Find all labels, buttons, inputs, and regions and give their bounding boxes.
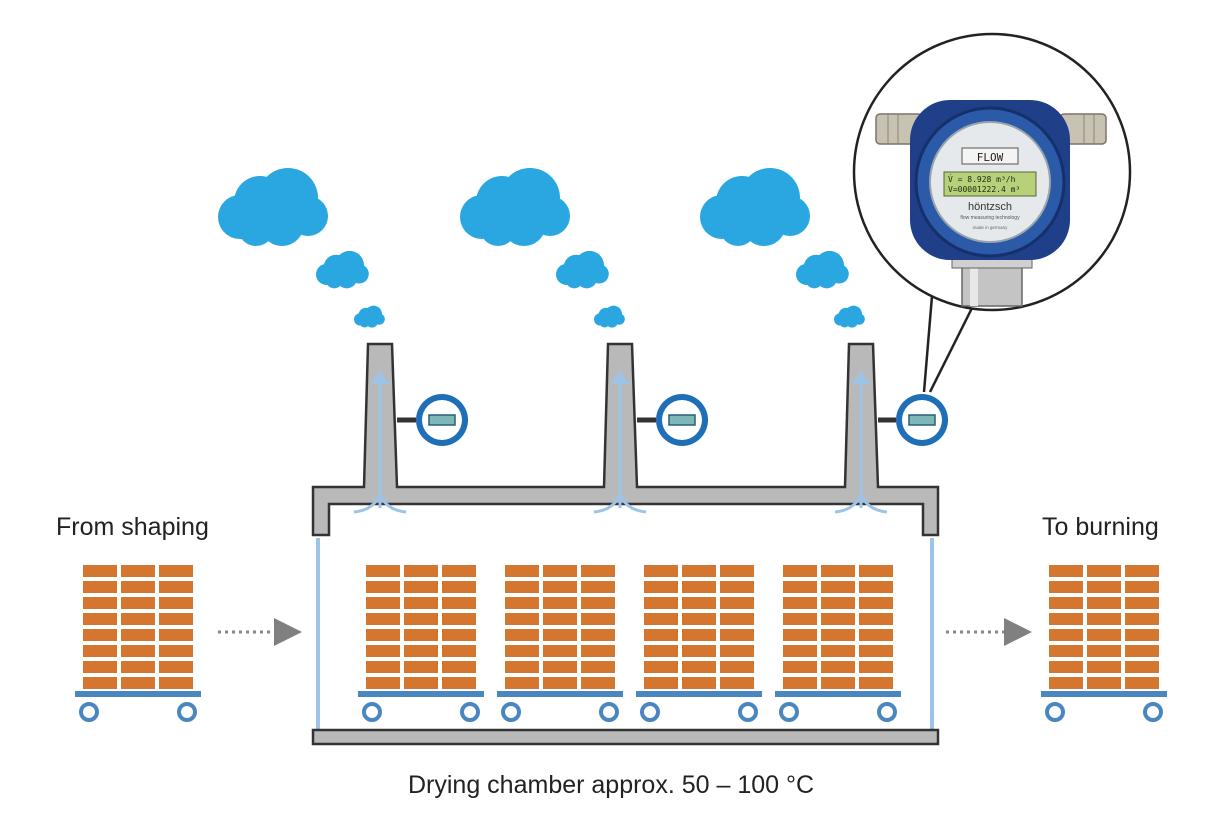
drying-chamber-roof bbox=[311, 342, 940, 537]
drying-chamber-label: Drying chamber approx. 50 – 100 °C bbox=[408, 771, 815, 799]
brick-cart-icon bbox=[495, 563, 625, 722]
brick-cart-icon bbox=[356, 563, 486, 722]
chamber-floor bbox=[311, 728, 940, 746]
device-callout: FLOW V̇ = 8.928 m³/h V=00001222.4 m³ hön… bbox=[852, 32, 1132, 393]
flow-meter-icon bbox=[415, 393, 469, 447]
flow-meter-icon bbox=[655, 393, 709, 447]
display-line-volume: V=00001222.4 m³ bbox=[948, 185, 1020, 194]
brand-label: höntzsch bbox=[968, 201, 1012, 213]
cloud-icon bbox=[460, 168, 625, 328]
brick-cart-icon bbox=[773, 563, 903, 722]
flow-meter-icon bbox=[895, 393, 949, 447]
display-line-flowrate: V̇ = 8.928 m³/h bbox=[948, 174, 1016, 184]
cloud-icon bbox=[700, 168, 865, 328]
origin-label: made in germany bbox=[973, 225, 1009, 230]
arrow-right-icon bbox=[946, 618, 1032, 646]
tagline-label: flow measuring technology bbox=[960, 215, 1020, 221]
display-title: FLOW bbox=[977, 151, 1004, 164]
to-burning-label: To burning bbox=[1042, 513, 1159, 541]
brick-cart-icon bbox=[1039, 563, 1169, 722]
cloud-icon bbox=[218, 168, 385, 328]
arrow-right-icon bbox=[218, 618, 302, 646]
from-shaping-label: From shaping bbox=[56, 513, 209, 541]
brick-cart-icon bbox=[634, 563, 764, 722]
brick-cart-icon bbox=[73, 563, 203, 722]
